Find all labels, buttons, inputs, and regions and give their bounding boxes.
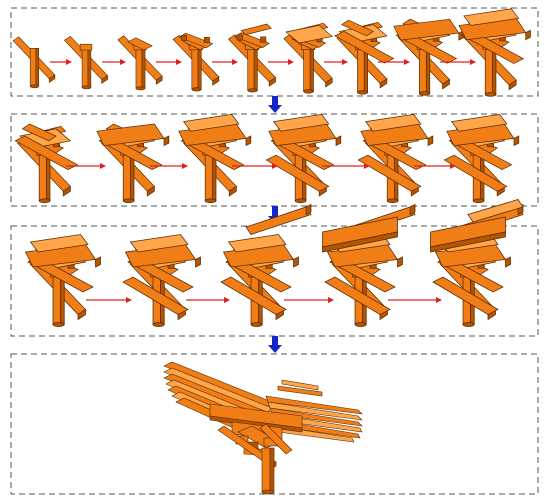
- step-model-1-2: [64, 36, 108, 90]
- step-arrow-3-2: [186, 297, 230, 303]
- step-arrow-2-5: [414, 163, 456, 169]
- step-arrow-1-8: [440, 59, 476, 65]
- step-arrow-2-1: [66, 163, 106, 169]
- step-model-1-8: [393, 18, 464, 96]
- step-model-2-5: [357, 114, 434, 204]
- step-model-3-1: [24, 234, 101, 327]
- stage-1-steps: [12, 8, 531, 97]
- final-assembly-model: [163, 361, 363, 495]
- step-model-3-5: [430, 199, 524, 327]
- step-arrow-1-6: [324, 59, 348, 65]
- step-model-2-4: [265, 114, 342, 204]
- stage-2-steps: [14, 114, 520, 204]
- step-arrow-1-7: [378, 59, 410, 65]
- step-arrow-1-2: [102, 59, 126, 65]
- step-arrow-3-1: [86, 297, 132, 303]
- stage-3-steps: [24, 199, 524, 327]
- step-model-1-1: [12, 36, 56, 89]
- stage-arrow-3-4: [268, 336, 282, 353]
- step-arrow-3-4: [388, 297, 442, 303]
- panel-stage-1: [10, 7, 539, 97]
- stage-arrow-1-2: [268, 96, 282, 113]
- step-arrow-2-4: [322, 163, 370, 169]
- step-model-1-4: [172, 32, 220, 92]
- step-model-3-2: [122, 234, 201, 327]
- step-model-2-1: [14, 123, 79, 204]
- step-model-2-6: [443, 114, 520, 204]
- step-arrow-1-4: [212, 59, 238, 65]
- step-model-1-3: [117, 35, 163, 91]
- step-arrow-1-5: [268, 59, 294, 65]
- step-model-3-4: [322, 203, 416, 327]
- step-model-1-7: [334, 19, 395, 95]
- step-model-1-5: [228, 23, 276, 93]
- step-arrow-2-2: [150, 163, 188, 169]
- step-arrow-2-3: [232, 163, 278, 169]
- step-model-3-3: [220, 203, 312, 327]
- step-model-2-3: [178, 114, 252, 204]
- panel-stage-4: [10, 353, 539, 495]
- step-arrow-3-3: [284, 297, 334, 303]
- step-model-2-2: [96, 123, 170, 204]
- step-model-1-9: [458, 8, 531, 97]
- step-arrow-1-3: [156, 59, 182, 65]
- step-arrow-1-1: [50, 59, 72, 65]
- step-model-1-6: [283, 22, 333, 94]
